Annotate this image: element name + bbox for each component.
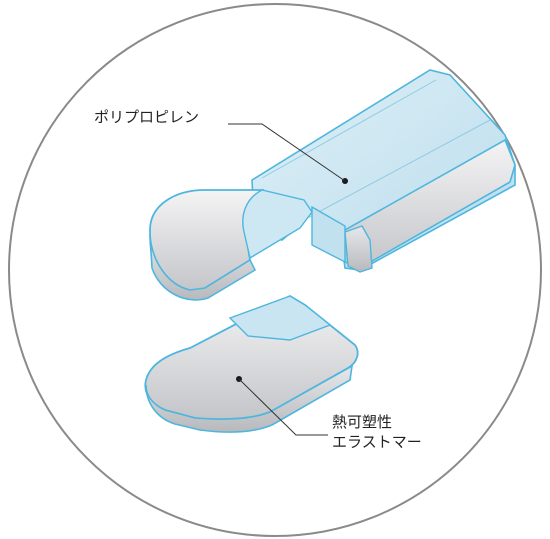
cap-recess [228, 295, 332, 341]
thermoplastic-label-line1: 熱可塑性 [332, 413, 393, 431]
elastomer-front-underside [149, 234, 257, 301]
lower-cap-part [144, 294, 359, 436]
leader-line-tpe [238, 378, 328, 436]
upper-handle-part [149, 69, 516, 301]
polypropylene-inner-line [261, 79, 491, 223]
frame-circle [8, 3, 542, 537]
polypropylene-tip [242, 189, 313, 260]
thermoplastic-elastomer-label: 熱可塑性 エラストマー [332, 412, 422, 452]
elastomer-cut-face [344, 225, 373, 273]
polypropylene-label: ポリプロピレン [94, 108, 200, 126]
leader-line-pp [228, 123, 346, 182]
elastomer-cap-edge [145, 364, 354, 433]
thermoplastic-label-line2: エラストマー [332, 433, 422, 451]
notch-face [311, 205, 346, 264]
